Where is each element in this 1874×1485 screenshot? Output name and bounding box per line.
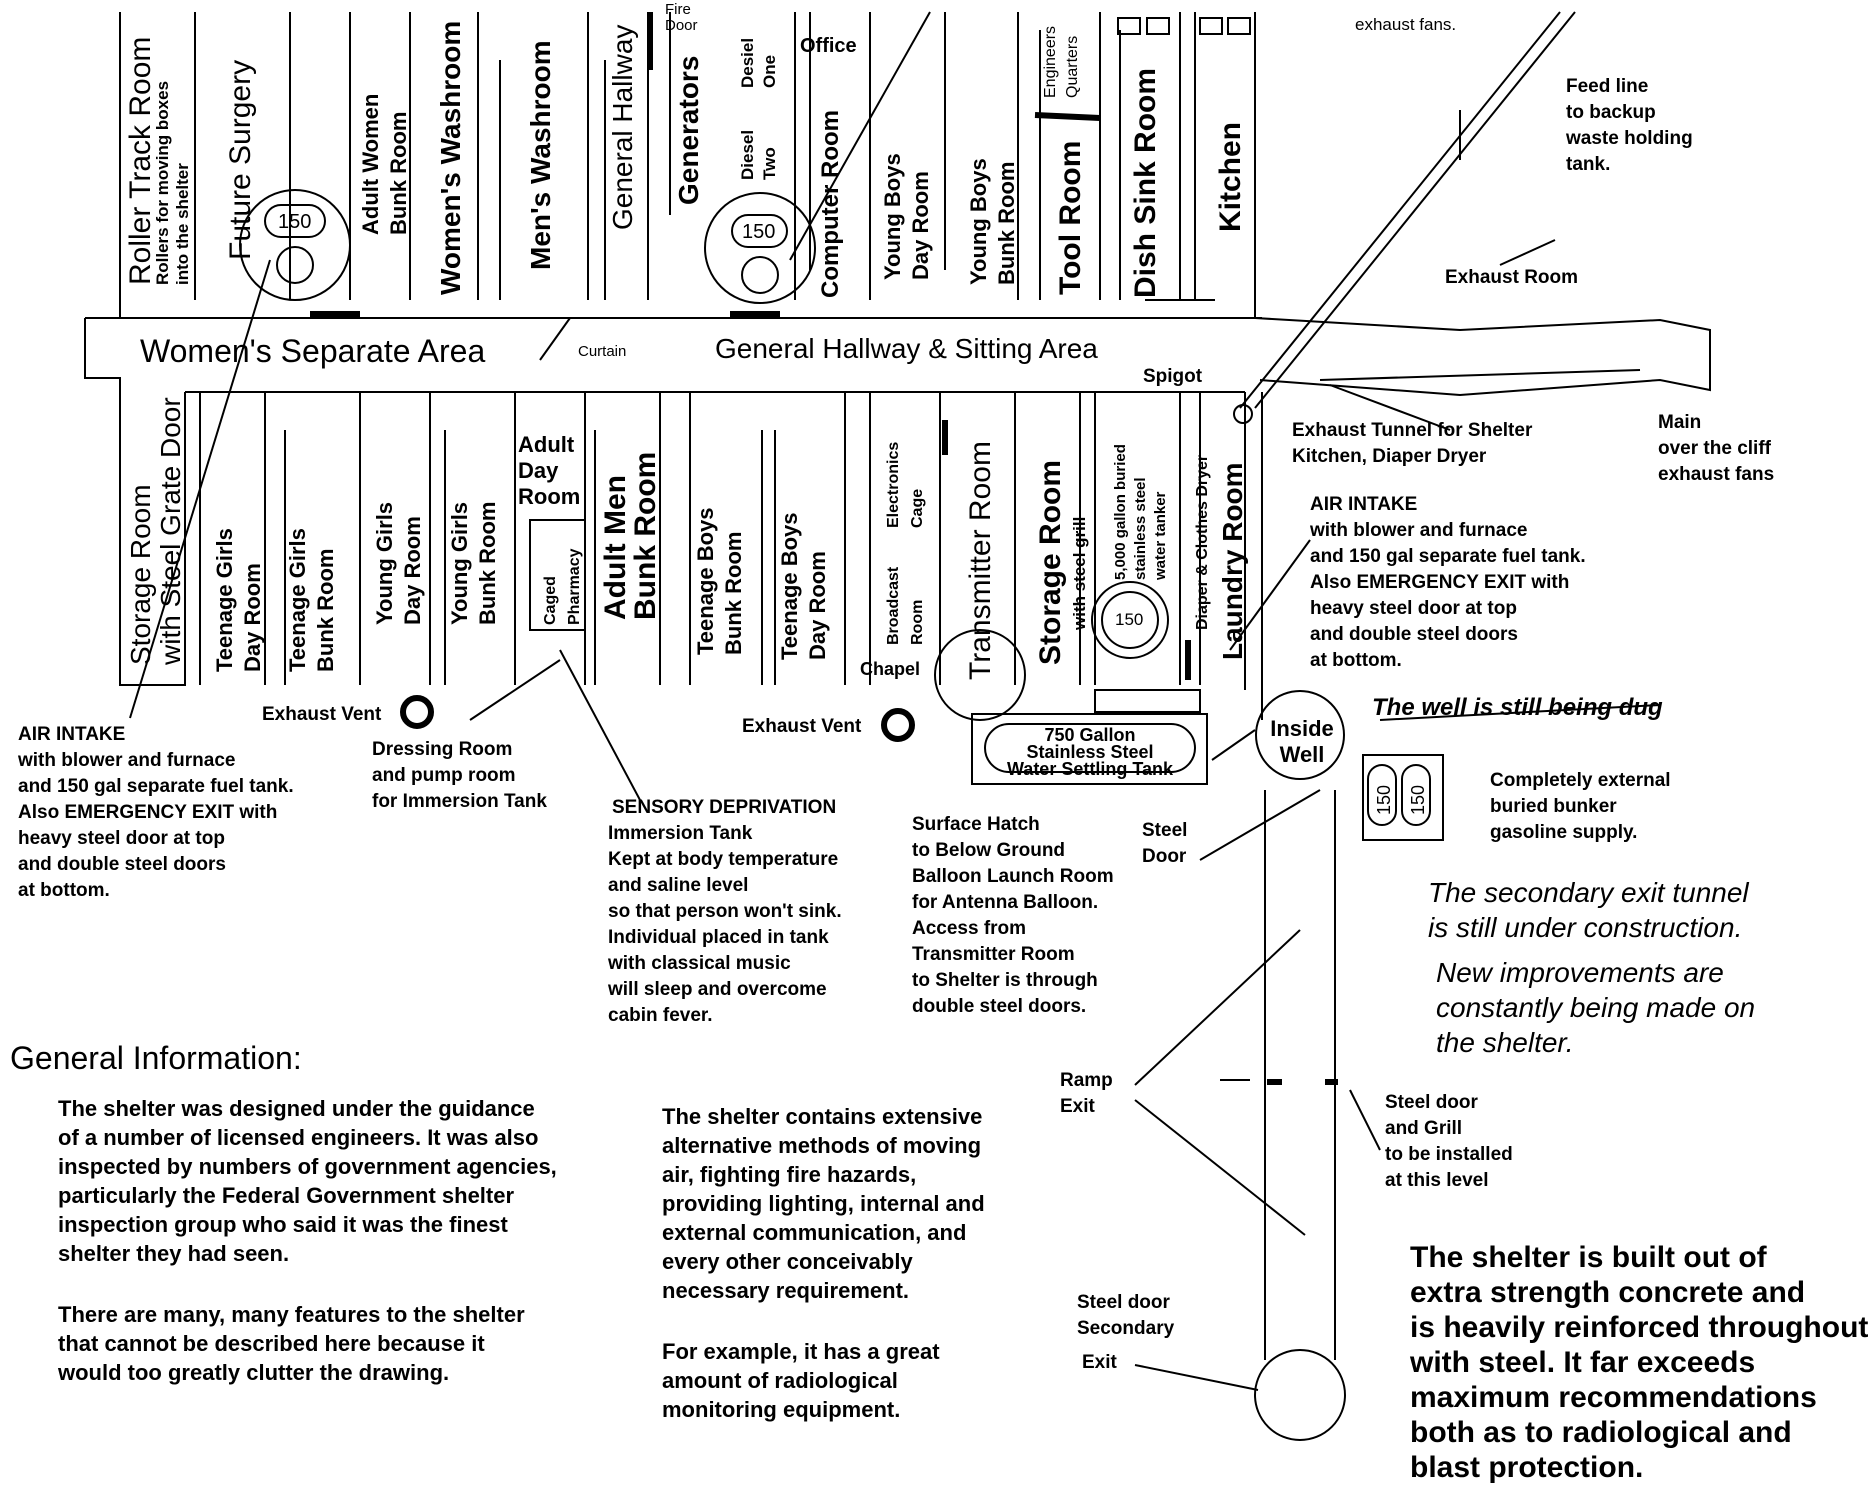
- room-roller-track-sub: Rollers for moving boxesinto the shelter: [153, 81, 192, 285]
- room-storage-grate: Storage Roomwith Steel Grate Door: [125, 397, 186, 666]
- exhaust-vent-left-icon: [400, 695, 434, 729]
- room-storage-grill: Storage Room: [1034, 460, 1067, 665]
- curtain-label: Curtain: [578, 343, 626, 360]
- room-future-surgery: Future Surgery: [224, 60, 257, 260]
- room-womens-washroom: Women's Washroom: [435, 21, 466, 295]
- womens-separate-area: Women's Separate Area: [140, 333, 485, 369]
- room-general-hallway-upper: General Hallway: [607, 25, 638, 230]
- note-main-cliff: Main over the cliff exhaust fans: [1658, 412, 1775, 485]
- note-sensory: Immersion Tank Kept at body temperature …: [608, 823, 842, 1026]
- room-kitchen: Kitchen: [1214, 122, 1247, 232]
- spigot-label: Spigot: [1143, 366, 1203, 387]
- hallway-sitting-area: General Hallway & Sitting Area: [715, 333, 1098, 364]
- door-marks: [310, 12, 1338, 1085]
- note-well-dug: The well is still being dug: [1372, 694, 1663, 721]
- exhaust-vent-left-label: Exhaust Vent: [262, 704, 382, 725]
- exhaust-room-label: Exhaust Room: [1445, 267, 1578, 288]
- fuel-150-b: 150: [1408, 785, 1428, 815]
- note-gas-supply: Completely external buried bunker gasoli…: [1490, 770, 1671, 843]
- room-roller-track: Roller Track Room: [124, 37, 157, 285]
- para-concrete: The shelter is built out of extra streng…: [1410, 1241, 1869, 1484]
- para-designed: The shelter was designed under the guida…: [58, 1096, 557, 1266]
- room-dish-sink: Dish Sink Room: [1129, 68, 1162, 298]
- para-features: There are many, many features to the she…: [58, 1302, 525, 1385]
- tank-150-right: 150: [1115, 610, 1143, 629]
- note-sensory-title: SENSORY DEPRIVATION: [612, 797, 837, 818]
- note-air-intake-left: with blower and furnace and 150 gal sepa…: [18, 750, 294, 901]
- upper-room-labels: Roller Track Room Rollers for moving box…: [124, 1, 1247, 298]
- note-feed-line: Feed line to backup waste holding tank.: [1566, 76, 1693, 175]
- exhaust-vent-right-label: Exhaust Vent: [742, 716, 862, 737]
- tank-150-mid: 150: [742, 221, 775, 243]
- walls: [84, 11, 1711, 1441]
- para-radiological: For example, it has a great amount of ra…: [662, 1339, 940, 1422]
- note-ramp-exit: Ramp Exit: [1060, 1070, 1113, 1117]
- tank-150-left: 150: [278, 211, 311, 233]
- room-transmitter: Transmitter Room: [964, 441, 997, 680]
- room-office: Office: [800, 35, 857, 57]
- room-generators: Generators: [673, 56, 704, 205]
- note-air-intake-right-title: AIR INTAKE: [1310, 494, 1418, 515]
- exhaust-vent-right-icon: [881, 708, 915, 742]
- note-air-intake-left-title: AIR INTAKE: [18, 724, 126, 745]
- note-exit: Exit: [1082, 1352, 1117, 1373]
- note-steel-door: Steel Door: [1142, 820, 1188, 867]
- general-info-heading: General Information:: [10, 1040, 302, 1076]
- fuel-150-a: 150: [1374, 785, 1394, 815]
- lower-room-labels: Storage Roomwith Steel Grate Door Teenag…: [125, 397, 1248, 680]
- note-steel-grill: Steel door and Grill to be installed at …: [1385, 1092, 1513, 1191]
- exhaust-fans-top: exhaust fans.: [1355, 15, 1456, 34]
- room-mens-washroom: Men's Washroom: [525, 40, 556, 270]
- room-storage-grill-sub: with steel grill: [1070, 517, 1089, 631]
- note-air-intake-right: with blower and furnace and 150 gal sepa…: [1310, 520, 1586, 671]
- room-adult-men-bunk: Adult MenBunk Room: [599, 452, 662, 620]
- room-diaper-dryer: Diaper & Clothes Dryer: [1194, 455, 1211, 630]
- note-dressing-room: Dressing Room and pump room for Immersio…: [372, 739, 547, 812]
- note-improvements: New improvements are constantly being ma…: [1436, 957, 1756, 1058]
- note-surface-hatch: Surface Hatch to Below Ground Balloon La…: [912, 814, 1114, 1017]
- note-exhaust-tunnel: Exhaust Tunnel for Shelter Kitchen, Diap…: [1292, 420, 1533, 467]
- note-secondary-tunnel: The secondary exit tunnel is still under…: [1428, 877, 1749, 943]
- note-steel-secondary: Steel door Secondary: [1077, 1292, 1175, 1339]
- para-methods: The shelter contains extensive alternati…: [662, 1104, 985, 1303]
- room-computer: Computer Room: [817, 110, 844, 298]
- room-chapel: Chapel: [860, 659, 920, 679]
- room-tool: Tool Room: [1054, 141, 1087, 295]
- room-laundry: Laundry Room: [1217, 462, 1248, 660]
